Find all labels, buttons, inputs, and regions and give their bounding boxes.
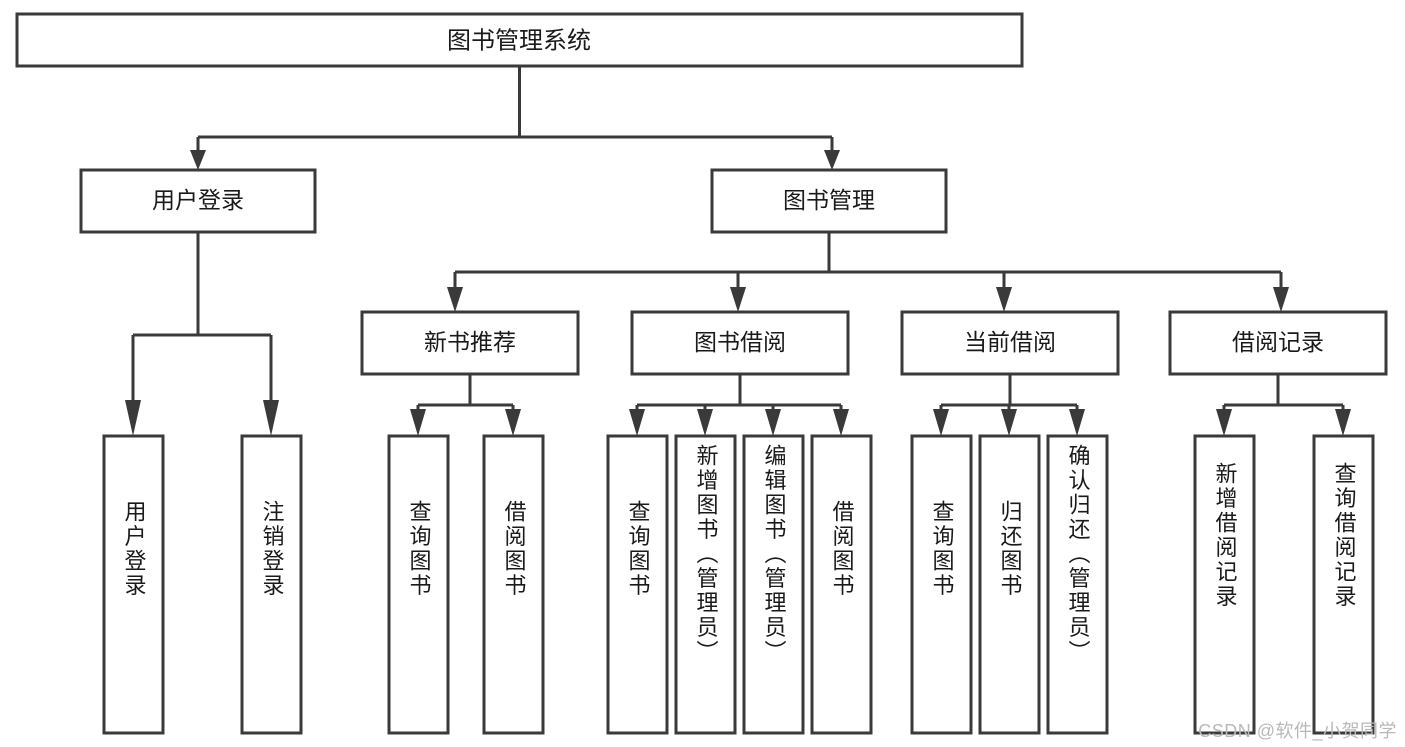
- node-leaf-query-book-3[interactable]: [910, 434, 973, 735]
- node-user-login[interactable]: 用户登录: [79, 168, 317, 234]
- arrow-to-new-book-recommend: [447, 287, 463, 312]
- arrow-to-leaf-query-book-1: [410, 409, 426, 436]
- node-book-borrow-label: 图书借阅: [694, 329, 786, 355]
- node-current-borrow-label: 当前借阅: [964, 329, 1056, 355]
- node-root-label: 图书管理系统: [447, 27, 591, 54]
- arrow-to-leaf-logout: [263, 400, 279, 436]
- arrow-to-leaf-query-record: [1335, 409, 1351, 436]
- arrow-to-leaf-borrow-book-2: [833, 409, 849, 436]
- node-book-manage-label: 图书管理: [783, 187, 875, 213]
- node-borrow-record[interactable]: 借阅记录: [1168, 310, 1388, 376]
- node-leaf-query-record[interactable]: [1312, 434, 1375, 735]
- node-leaf-return-book[interactable]: [978, 434, 1041, 735]
- arrow-to-leaf-query-book-2: [629, 409, 645, 436]
- arrow-to-book-borrow: [730, 287, 746, 312]
- arrow-to-leaf-query-book-3: [933, 409, 949, 436]
- arrow-to-leaf-add-book: [697, 409, 713, 436]
- node-leaf-borrow-book-1[interactable]: [482, 434, 545, 735]
- node-leaf-query-book-1[interactable]: [387, 434, 450, 735]
- node-new-book-recommend-label: 新书推荐: [424, 329, 516, 355]
- node-user-login-label: 用户登录: [152, 187, 244, 213]
- arrow-to-current-borrow: [996, 287, 1012, 312]
- arrow-to-book-manage: [824, 150, 840, 170]
- csdn-watermark: CSDN @软件_小贺同学: [1198, 721, 1397, 741]
- arrow-to-leaf-edit-book: [765, 409, 781, 436]
- node-leaf-logout[interactable]: [240, 434, 303, 735]
- node-borrow-record-label: 借阅记录: [1232, 329, 1324, 355]
- node-leaf-add-record[interactable]: [1193, 434, 1256, 735]
- arrow-to-leaf-return-book: [1001, 409, 1017, 436]
- nodes-layer: 图书管理系统 用户登录 图书管理 新书推荐 图书借阅 当前: [15, 12, 1388, 735]
- arrow-to-borrow-record: [1273, 287, 1289, 312]
- node-current-borrow[interactable]: 当前借阅: [900, 310, 1120, 376]
- node-book-borrow[interactable]: 图书借阅: [630, 310, 850, 376]
- edges-layer: [125, 66, 1351, 436]
- node-root[interactable]: 图书管理系统: [15, 12, 1024, 68]
- arrow-to-leaf-user-login: [125, 400, 141, 436]
- node-leaf-borrow-book-2[interactable]: [810, 434, 873, 735]
- node-leaf-user-login[interactable]: [102, 434, 165, 735]
- node-leaf-add-book[interactable]: [674, 434, 737, 735]
- arrow-to-leaf-add-record: [1216, 409, 1232, 436]
- node-new-book-recommend[interactable]: 新书推荐: [360, 310, 580, 376]
- node-leaf-edit-book[interactable]: [742, 434, 805, 735]
- arrow-to-leaf-confirm-return: [1069, 409, 1085, 436]
- arrow-to-user-login: [190, 150, 206, 170]
- node-book-manage[interactable]: 图书管理: [710, 168, 948, 234]
- node-leaf-confirm-return[interactable]: [1046, 434, 1109, 735]
- node-leaf-query-book-2[interactable]: [606, 434, 669, 735]
- arrow-to-leaf-borrow-book-1: [505, 409, 521, 436]
